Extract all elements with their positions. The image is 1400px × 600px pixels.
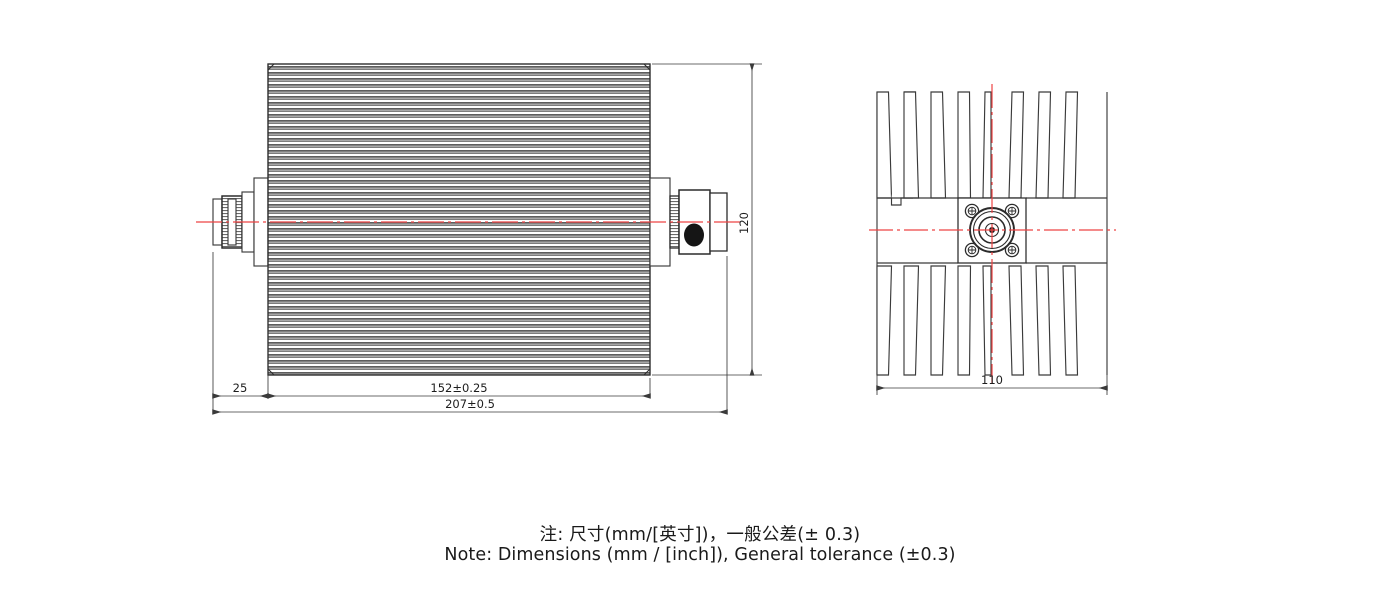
side-view-dimensions <box>212 63 762 415</box>
flange-screw <box>964 242 980 258</box>
end-view-dimensions <box>876 375 1108 395</box>
heatsink-body-side <box>267 63 651 376</box>
end-view <box>869 84 1116 395</box>
dim-text-110: 110 <box>981 373 1003 387</box>
dim-text-120: 120 <box>737 212 751 234</box>
end-view-fins-bottom <box>876 265 1079 376</box>
flange-screw <box>1004 242 1020 258</box>
note-english: Note: Dimensions (mm / [inch]), General … <box>444 545 956 565</box>
dim-text-25: 25 <box>233 381 248 395</box>
end-view-fins-top <box>876 91 1079 206</box>
side-view <box>196 63 762 415</box>
dim-text-152: 152±0.25 <box>430 381 487 395</box>
dim-text-207: 207±0.5 <box>445 397 495 411</box>
note-chinese: 注: 尺寸(mm/[英寸])，一般公差(± 0.3) <box>539 525 861 545</box>
